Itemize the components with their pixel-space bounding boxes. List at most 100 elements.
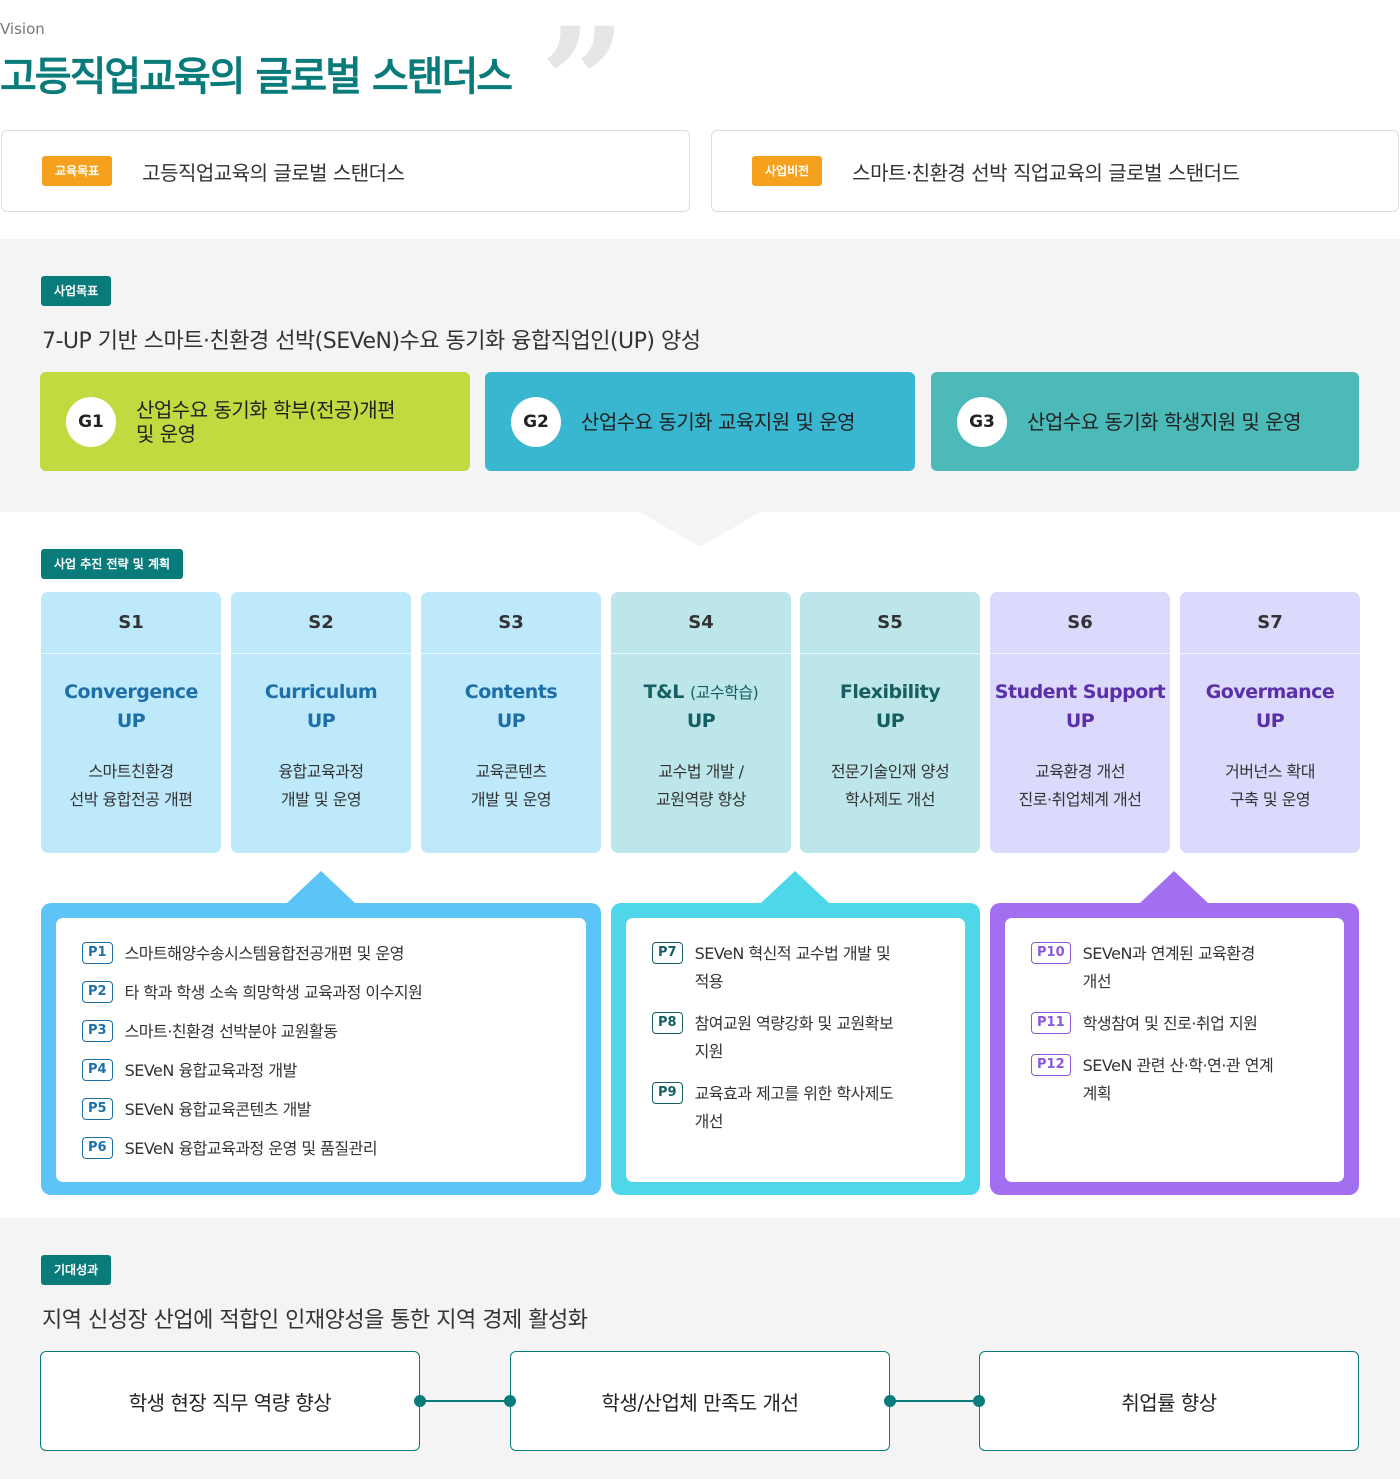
strategy-desc-line1: 융합교육과정	[278, 762, 364, 781]
business-vision-box: 사업비전 스마트·친환경 선박 직업교육의 글로벌 스탠더드	[711, 130, 1399, 212]
program-text-line1: 스마트·친환경 선박분야 교원활동	[124, 1022, 338, 1041]
connector-dot	[414, 1395, 426, 1407]
goal-text: 산업수요 동기화 학부(전공)개편 및 운영	[136, 397, 396, 446]
program-item: P11 학생참여 및 진로·취업 지원	[1031, 1010, 1258, 1038]
business-vision-tag: 사업비전	[752, 156, 823, 186]
education-goal-box: 교육목표 고등직업교육의 글로벌 스탠더스	[1, 130, 690, 212]
goal-card-g3: G3 산업수요 동기화 학생지원 및 운영	[931, 372, 1359, 471]
strategy-desc-line1: 거버넌스 확대	[1225, 762, 1315, 781]
strategy-title-line2: UP	[1255, 710, 1285, 732]
program-id-badge: P11	[1031, 1012, 1071, 1034]
program-id-badge: P7	[652, 942, 683, 964]
strategy-desc-line2: 학사제도 개선	[845, 790, 935, 809]
page-title: 고등직업교육의 글로벌 스탠더스	[0, 54, 513, 100]
program-text-line2: 적용	[694, 972, 724, 991]
strategy-desc-line1: 교수법 개발 /	[658, 762, 744, 781]
strategy-title-line1: Govermance	[1180, 678, 1360, 707]
strategy-title-line2: UP	[496, 710, 526, 732]
vision-label: Vision	[0, 20, 45, 38]
program-text-line1: SEVeN 혁신적 교수법 개발 및	[694, 944, 891, 963]
strategy-desc-line1: 교육콘텐츠	[475, 762, 547, 781]
goal-text: 산업수요 동기화 학생지원 및 운영	[1027, 409, 1302, 434]
strategy-id: S1	[41, 592, 221, 654]
program-id-badge: P12	[1031, 1054, 1071, 1076]
goal-card-g2: G2 산업수요 동기화 교육지원 및 운영	[485, 372, 915, 471]
strategy-id: S4	[611, 592, 791, 654]
goal-card-g1: G1 산업수요 동기화 학부(전공)개편 및 운영	[40, 372, 470, 471]
business-vision-text: 스마트·친환경 선박 직업교육의 글로벌 스탠더드	[852, 160, 1240, 185]
strategy-title-main: Flexibility	[839, 681, 941, 703]
strategy-desc-line2: 교원역량 향상	[656, 790, 746, 809]
strategy-title-line2: UP	[686, 710, 716, 732]
program-item: P5 SEVeN 융합교육콘텐츠 개발	[82, 1096, 312, 1124]
strategy-title-main: Curriculum	[264, 681, 378, 703]
program-id-badge: P5	[82, 1098, 113, 1120]
strategy-title-line1: Contents	[421, 678, 601, 707]
strategy-title-line2: UP	[1065, 710, 1095, 732]
goal-id-badge: G1	[66, 396, 116, 447]
goal-text-line2: 및 운영	[136, 421, 196, 446]
program-id-badge: P2	[82, 981, 113, 1003]
strategy-desc-line1: 교육환경 개선	[1035, 762, 1125, 781]
program-text-line2: 개선	[694, 1112, 724, 1131]
pointer-arrow-icon	[1140, 871, 1208, 903]
strategy-title-line1: Curriculum	[231, 678, 411, 707]
goal-text-line1: 산업수요 동기화 학부(전공)개편	[136, 397, 396, 422]
outcome-text: 지역 신성장 산업에 적합인 인재양성을 통한 지역 경제 활성화	[42, 1308, 588, 1333]
goal-text-line1: 산업수요 동기화 교육지원 및 운영	[581, 409, 856, 434]
program-text-line1: 타 학과 학생 소속 희망학생 교육과정 이수지원	[124, 983, 423, 1002]
connector-line	[420, 1400, 510, 1402]
goal-id-badge: G2	[511, 396, 561, 447]
program-text: SEVeN 융합교육과정 개발	[125, 1057, 298, 1085]
program-text-line1: 교육효과 제고를 위한 학사제도	[694, 1084, 894, 1103]
strategy-title-sub: (교수학습)	[689, 683, 759, 702]
business-goal-tag: 사업목표	[41, 276, 112, 306]
strategy-title: T&L (교수학습) UP	[611, 678, 791, 736]
program-text-line1: 참여교원 역량강화 및 교원확보	[694, 1014, 894, 1033]
strategy-desc-line2: 진로·취업체계 개선	[1018, 790, 1142, 809]
goal-text: 산업수요 동기화 교육지원 및 운영	[581, 409, 856, 434]
goal-id-badge: G3	[957, 396, 1007, 447]
strategy-title-line1: Student Support	[990, 678, 1170, 707]
strategy-title-line2: UP	[875, 710, 905, 732]
strategy-tag: 사업 추진 전략 및 계획	[41, 549, 184, 579]
connector-dot	[884, 1395, 896, 1407]
program-item: P2 타 학과 학생 소속 희망학생 교육과정 이수지원	[82, 979, 423, 1007]
pointer-arrow-icon	[287, 871, 355, 903]
strategy-title-line2: UP	[306, 710, 336, 732]
outcome-card: 학생 현장 직무 역량 향상	[40, 1351, 420, 1451]
strategy-id: S7	[1180, 592, 1360, 654]
program-text: 스마트해양수송시스템융합전공개편 및 운영	[124, 940, 405, 968]
program-text: SEVeN 융합교육과정 운영 및 품질관리	[125, 1135, 378, 1163]
program-text-line1: SEVeN과 연계된 교육환경	[1082, 944, 1256, 963]
strategy-desc-line2: 구축 및 운영	[1229, 790, 1311, 809]
program-text: 학생참여 및 진로·취업 지원	[1083, 1010, 1258, 1038]
goal-text-line1: 산업수요 동기화 학생지원 및 운영	[1027, 409, 1302, 434]
outcome-tag: 기대성과	[41, 1255, 112, 1285]
strategy-id: S6	[990, 592, 1170, 654]
program-id-badge: P3	[82, 1020, 113, 1042]
strategy-id: S2	[231, 592, 411, 654]
program-text-line1: 스마트해양수송시스템융합전공개편 및 운영	[124, 944, 405, 963]
strategy-title-main: Govermance	[1205, 681, 1335, 703]
program-text-line1: SEVeN 융합교육콘텐츠 개발	[124, 1100, 312, 1119]
strategy-title-line1: T&L (교수학습)	[611, 678, 791, 707]
